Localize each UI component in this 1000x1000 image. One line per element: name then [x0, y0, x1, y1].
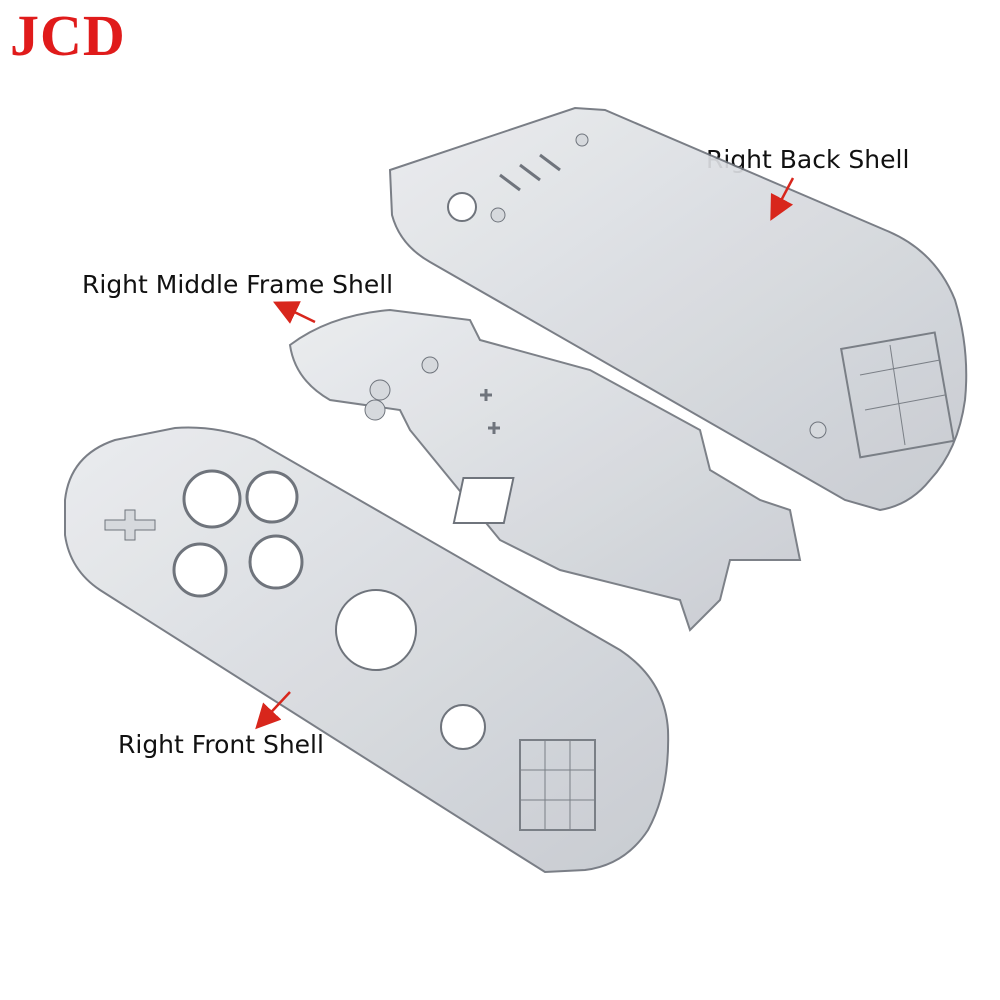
- arrow-middle-frame: [273, 301, 316, 324]
- brand-logo: JCD: [10, 3, 126, 68]
- label-middle-frame: Right Middle Frame Shell: [82, 270, 394, 299]
- label-front-shell: Right Front Shell: [118, 730, 324, 759]
- arrow-back-shell: [770, 177, 795, 221]
- front-shell: [64, 426, 670, 874]
- arrow-front-shell: [255, 691, 291, 730]
- middle-frame-shell: [288, 308, 802, 632]
- back-shell: [388, 106, 968, 512]
